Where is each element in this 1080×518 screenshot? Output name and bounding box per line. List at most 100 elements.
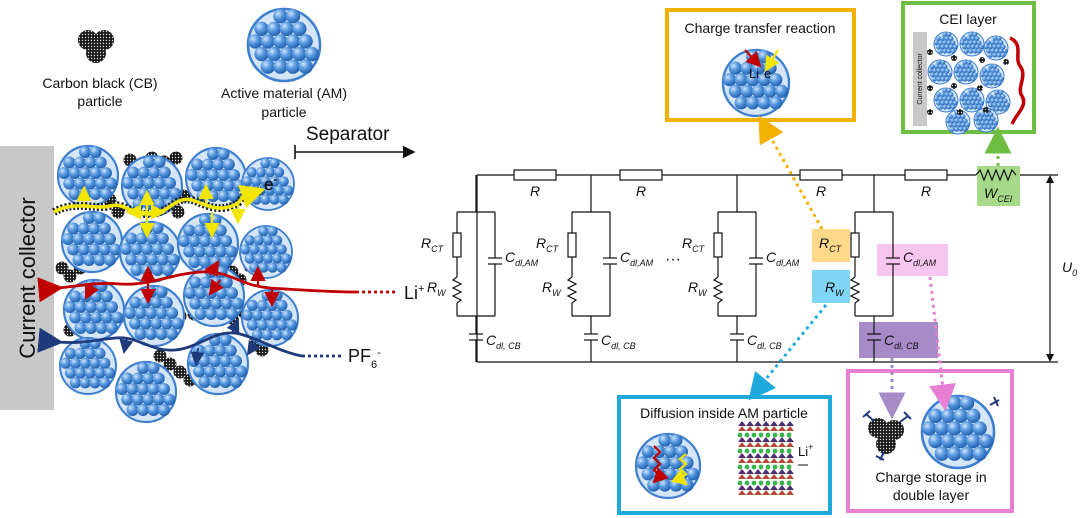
cdlcb-label-3: Cdl, CB xyxy=(747,332,782,351)
lattice-octahedron xyxy=(754,426,762,431)
am-particle xyxy=(184,146,248,210)
cei-am-particle xyxy=(945,109,971,135)
cei-am-particle xyxy=(959,87,985,113)
lattice-octahedron xyxy=(746,469,754,474)
lattice-octahedron xyxy=(746,437,754,442)
lattice-li-ion xyxy=(765,464,771,470)
am-legend-label-2: particle xyxy=(261,104,306,120)
series-r-label-3: R xyxy=(816,183,826,199)
rct-resistor xyxy=(452,232,462,258)
am-particle xyxy=(239,225,293,279)
diffusion-title: Diffusion inside AM particle xyxy=(640,405,808,421)
cei-cb-dot xyxy=(927,109,933,115)
ct-li-label: Li xyxy=(749,66,759,81)
lattice-octahedron xyxy=(738,426,746,431)
lattice-octahedron xyxy=(778,442,786,447)
lattice-octahedron xyxy=(778,421,786,426)
lattice-octahedron xyxy=(786,421,794,426)
lattice-octahedron xyxy=(754,474,762,479)
lattice-octahedron xyxy=(762,474,770,479)
am-particle xyxy=(182,264,246,328)
am-particle xyxy=(62,278,126,342)
series-resistor-3 xyxy=(799,169,843,181)
lattice-octahedron xyxy=(754,458,762,463)
cei-am-particle xyxy=(953,59,979,85)
lattice-octahedron xyxy=(754,437,762,442)
lattice-li-ion xyxy=(737,480,743,486)
series-resistor-2 xyxy=(619,169,663,181)
cb-legend-label-2: particle xyxy=(77,93,122,109)
lattice-li-ion xyxy=(737,464,743,470)
cdlcb-label-4: Cdl, CB xyxy=(884,332,919,351)
series-r-label-1: R xyxy=(530,183,540,199)
cb-particle xyxy=(55,261,69,275)
series-resistor-4 xyxy=(904,169,948,181)
cei-am-particle xyxy=(979,63,1005,89)
lattice-octahedron xyxy=(770,437,778,442)
cei-collector-label: Current collector xyxy=(917,53,924,105)
storage-cb-cluster xyxy=(868,418,904,454)
cei-cb-dot xyxy=(979,57,985,63)
lattice-octahedron xyxy=(762,442,770,447)
lattice-octahedron xyxy=(738,421,746,426)
storage-anion-arrows xyxy=(862,396,1000,461)
diffusion-li-label: Li+ xyxy=(798,442,813,459)
wcei-label: WCEI xyxy=(984,185,1013,204)
cdlam-label-1: Cdl,AM xyxy=(505,249,539,268)
am-particle xyxy=(114,360,178,424)
lattice-octahedron xyxy=(770,442,778,447)
lattice-li-ion xyxy=(744,480,750,486)
rw-highlight xyxy=(812,270,850,303)
lattice-li-ion xyxy=(779,464,785,470)
lattice-octahedron xyxy=(778,453,786,458)
cei-film xyxy=(1009,36,1026,125)
lattice-li-ion xyxy=(779,480,785,486)
cei-cb-dot xyxy=(951,83,957,89)
cei-cb-dot xyxy=(983,107,989,113)
lattice-li-ion xyxy=(737,448,743,454)
lattice-octahedron xyxy=(778,469,786,474)
rct-label-4: RCT xyxy=(819,235,843,254)
rct-label-3: RCT xyxy=(682,235,706,254)
cb-legend-label-1: Carbon black (CB) xyxy=(42,75,157,91)
cei-am-particle xyxy=(959,31,985,57)
lattice-octahedron xyxy=(762,437,770,442)
wcei-element xyxy=(975,168,1017,182)
lattice-octahedron xyxy=(746,421,754,426)
am-particle xyxy=(176,212,240,276)
lattice-li-ion xyxy=(779,432,785,438)
lattice-octahedron xyxy=(770,490,778,495)
cb-particle xyxy=(163,357,177,371)
lattice-li-ion xyxy=(751,448,757,454)
am-particle xyxy=(56,144,120,208)
rw-label-2: RW xyxy=(542,279,562,298)
series-resistors xyxy=(513,169,948,181)
am-particle xyxy=(60,210,124,274)
lattice-octahedron xyxy=(738,485,746,490)
lattice-octahedron xyxy=(778,490,786,495)
cei-cb-dot xyxy=(951,55,957,61)
rw-element xyxy=(849,276,861,304)
am-particle xyxy=(59,337,117,395)
lattice-octahedron xyxy=(770,421,778,426)
lattice-li-ion xyxy=(751,432,757,438)
cei-cb-dot xyxy=(927,49,933,55)
lattice-li-ion xyxy=(744,432,750,438)
lattice-octahedron xyxy=(762,421,770,426)
lattice-octahedron xyxy=(770,453,778,458)
am-particle xyxy=(118,220,182,284)
rw-label-1: RW xyxy=(427,279,447,298)
cdlcb-label-2: Cdl, CB xyxy=(601,332,636,351)
cei-am-particle xyxy=(933,87,959,113)
lattice-octahedron xyxy=(754,485,762,490)
lattice-li-ion xyxy=(786,480,792,486)
lattice-li-ion xyxy=(751,464,757,470)
lattice-octahedron xyxy=(786,490,794,495)
lattice-li-ion xyxy=(758,432,764,438)
diffusion-li-path xyxy=(652,445,669,484)
u0-label: U0 xyxy=(1062,259,1077,278)
lattice-octahedron xyxy=(778,458,786,463)
